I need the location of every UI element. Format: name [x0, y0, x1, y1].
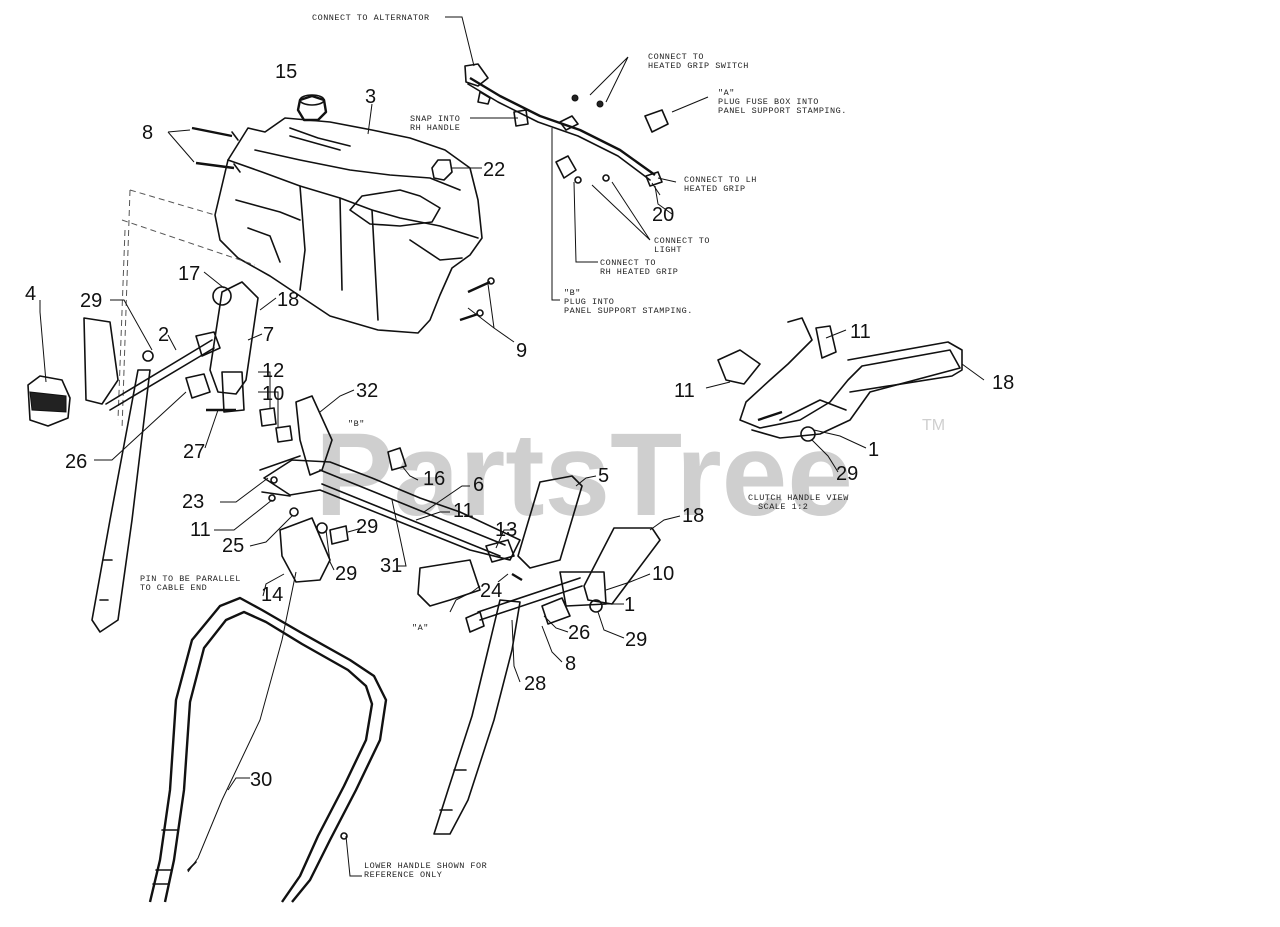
callout-5: 6 — [473, 474, 484, 496]
light-bracket-3 — [27, 317, 119, 427]
note-plug-b-2: PLUG INTO — [564, 297, 614, 307]
switch-20 — [431, 159, 453, 181]
lower-handle — [148, 596, 388, 903]
note-snap-1: SNAP INTO — [410, 114, 460, 124]
note-fuse-3: PANEL SUPPORT STAMPING. — [718, 106, 847, 116]
note-fuse-1: "A" — [718, 88, 735, 98]
handle-grip-4 — [511, 475, 583, 582]
callout-30: 30 — [250, 769, 272, 791]
lower-bracket-31 — [279, 517, 481, 607]
callout-27: 29 — [335, 563, 357, 585]
watermark-logo: PartsTree — [315, 409, 853, 541]
callout-29-right: 29 — [625, 629, 647, 651]
callout-numbers: 15 3 8 22 20 17 4 29 18 2 7 9 12 10 32 2… — [25, 61, 1014, 791]
callout-leaders — [39, 103, 985, 877]
callout-18-right: 18 — [682, 505, 704, 527]
screws-8-right — [459, 277, 495, 322]
note-light-1: CONNECT TO — [654, 236, 710, 246]
watermark-trademark: TM — [922, 417, 945, 434]
screws-8-top — [191, 126, 241, 173]
bracket-16 — [485, 539, 515, 563]
control-panel-housing — [214, 117, 483, 334]
callout-1-detail: 1 — [868, 439, 879, 461]
wire-harness — [464, 63, 669, 187]
note-fuse-2: PLUG FUSE BOX INTO — [718, 97, 819, 107]
callout-29-detail: 29 — [836, 463, 858, 485]
callout-31: 31 — [380, 555, 402, 577]
callout-25: 26 — [65, 451, 87, 473]
note-clutch-2: SCALE 1:2 — [758, 502, 808, 512]
callout-4: 5 — [598, 465, 609, 487]
note-snap-2: RH HANDLE — [410, 123, 460, 133]
callout-29-left: 29 — [80, 290, 102, 312]
callout-19: 20 — [652, 204, 674, 226]
note-label-b: "B" — [348, 419, 365, 429]
callout-32: 32 — [356, 380, 378, 402]
callout-2: 2 — [158, 324, 169, 346]
callout-23: 25 — [222, 535, 244, 557]
callout-10-top: 11 — [850, 321, 871, 343]
right-handle-rod — [433, 599, 521, 835]
note-plug-b-1: "B" — [564, 288, 581, 298]
panel-support-5 — [259, 447, 521, 561]
callout-11-center: 11 — [453, 500, 474, 522]
callout-14: 14 — [261, 584, 283, 606]
callout-9: 10 — [652, 563, 674, 585]
callout-24: 26 — [568, 622, 590, 644]
callout-15: 15 — [275, 61, 297, 83]
callout-26-left: 27 — [183, 441, 205, 463]
hardware-23-27-28 — [289, 507, 349, 545]
knob-15 — [296, 94, 328, 122]
callout-16: 16 — [423, 468, 445, 490]
spacers-13-11 — [259, 407, 293, 443]
note-pin-1: PIN TO BE PARALLEL — [140, 574, 241, 584]
callout-17: 17 — [178, 263, 200, 285]
harness-leaders — [445, 16, 709, 301]
callout-7: 8 — [565, 653, 576, 675]
callout-26-right: 28 — [524, 673, 546, 695]
callout-22: 24 — [480, 580, 502, 602]
note-lh-grip-2: HEATED GRIP — [684, 184, 746, 194]
callout-13-left: 12 — [262, 360, 284, 382]
note-rh-grip-2: RH HEATED GRIP — [600, 267, 678, 277]
note-alternator: CONNECT TO ALTERNATOR — [312, 13, 430, 23]
callout-21: 23 — [182, 491, 204, 513]
callout-18-left: 18 — [277, 289, 299, 311]
note-light-2: LIGHT — [654, 245, 682, 255]
callout-1-right: 1 — [624, 594, 635, 616]
note-grip-switch-2: HEATED GRIP SWITCH — [648, 61, 749, 71]
callout-8-right: 9 — [516, 340, 527, 362]
callout-28: 29 — [356, 516, 378, 538]
callout-8-top: 8 — [142, 122, 153, 144]
left-handle-rod — [91, 369, 151, 633]
callout-12: 11 — [190, 519, 211, 541]
note-grip-switch-1: CONNECT TO — [648, 52, 704, 62]
handle-bracket-6 — [185, 281, 259, 413]
note-pin-2: TO CABLE END — [140, 583, 207, 593]
note-lower-1: LOWER HANDLE SHOWN FOR — [364, 861, 487, 871]
callout-13-center: 13 — [495, 519, 517, 541]
callout-6: 7 — [263, 324, 274, 346]
callout-3-left: 4 — [25, 283, 36, 305]
callout-11-left: 10 — [262, 383, 284, 405]
cable-30 — [187, 571, 297, 873]
callout-3-top: 3 — [365, 86, 376, 108]
note-plug-b-3: PANEL SUPPORT STAMPING. — [564, 306, 693, 316]
control-rod-2 — [105, 331, 221, 411]
note-lh-grip-1: CONNECT TO LH — [684, 175, 757, 185]
note-clutch-1: CLUTCH HANDLE VIEW — [748, 493, 849, 503]
callout-10-left: 11 — [674, 380, 695, 402]
note-lower-2: REFERENCE ONLY — [364, 870, 442, 880]
note-rh-grip-1: CONNECT TO — [600, 258, 656, 268]
annotation-notes: CONNECT TO ALTERNATOR CONNECT TO HEATED … — [140, 13, 849, 880]
note-label-a: "A" — [412, 623, 429, 633]
clutch-handle-view — [717, 317, 963, 442]
callout-18-detail: 18 — [992, 372, 1014, 394]
callout-20: 22 — [483, 159, 505, 181]
